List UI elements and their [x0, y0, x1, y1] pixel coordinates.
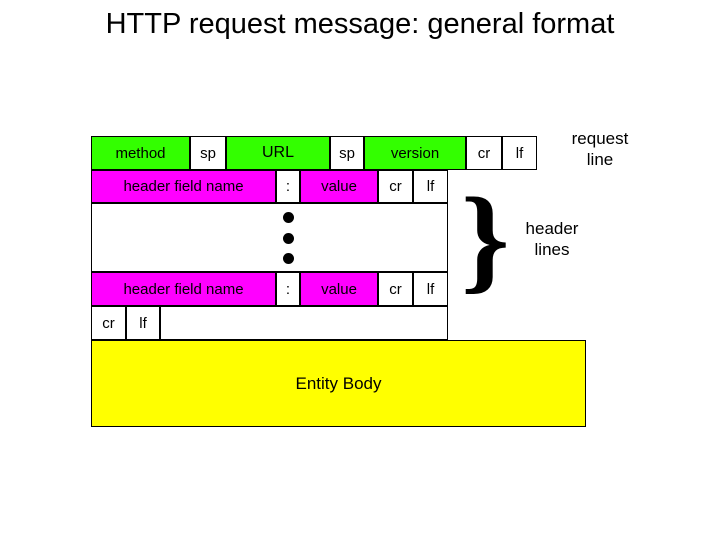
- header-line-1-cell-lf: lf: [413, 170, 448, 203]
- header-lines-annotation: header lines: [525, 219, 579, 260]
- header-line-n-cell-field-name: header field name: [91, 272, 276, 306]
- ellipsis-dot-2: [283, 233, 294, 244]
- ellipsis-dot-3: [283, 253, 294, 264]
- ellipsis-dot-1: [283, 212, 294, 223]
- header-lines-brace-icon: }: [460, 173, 510, 304]
- entity-body-box: Entity Body: [91, 340, 586, 427]
- blank-line-cell-empty: [160, 306, 448, 340]
- request-line-annotation: request line: [571, 129, 629, 170]
- request-line-cell-lf: lf: [502, 136, 537, 170]
- header-line-n-cell-colon: :: [276, 272, 300, 306]
- header-line-n-cell-value: value: [300, 272, 378, 306]
- request-line-cell-method: method: [91, 136, 190, 170]
- request-line-cell-url: URL: [226, 136, 330, 170]
- header-line-1-cell-field-name: header field name: [91, 170, 276, 203]
- request-line-cell-sp-2: sp: [330, 136, 364, 170]
- header-line-1-cell-value: value: [300, 170, 378, 203]
- header-line-n-cell-cr: cr: [378, 272, 413, 306]
- header-line-1-cell-cr: cr: [378, 170, 413, 203]
- request-line-cell-cr: cr: [466, 136, 502, 170]
- blank-line-cell-cr: cr: [91, 306, 126, 340]
- page-title: HTTP request message: general format: [105, 8, 615, 40]
- request-line-cell-sp-1: sp: [190, 136, 226, 170]
- header-line-1-cell-colon: :: [276, 170, 300, 203]
- request-line-cell-version: version: [364, 136, 466, 170]
- header-lines-ellipsis-row: [91, 203, 448, 272]
- blank-line-cell-lf: lf: [126, 306, 160, 340]
- header-line-n-cell-lf: lf: [413, 272, 448, 306]
